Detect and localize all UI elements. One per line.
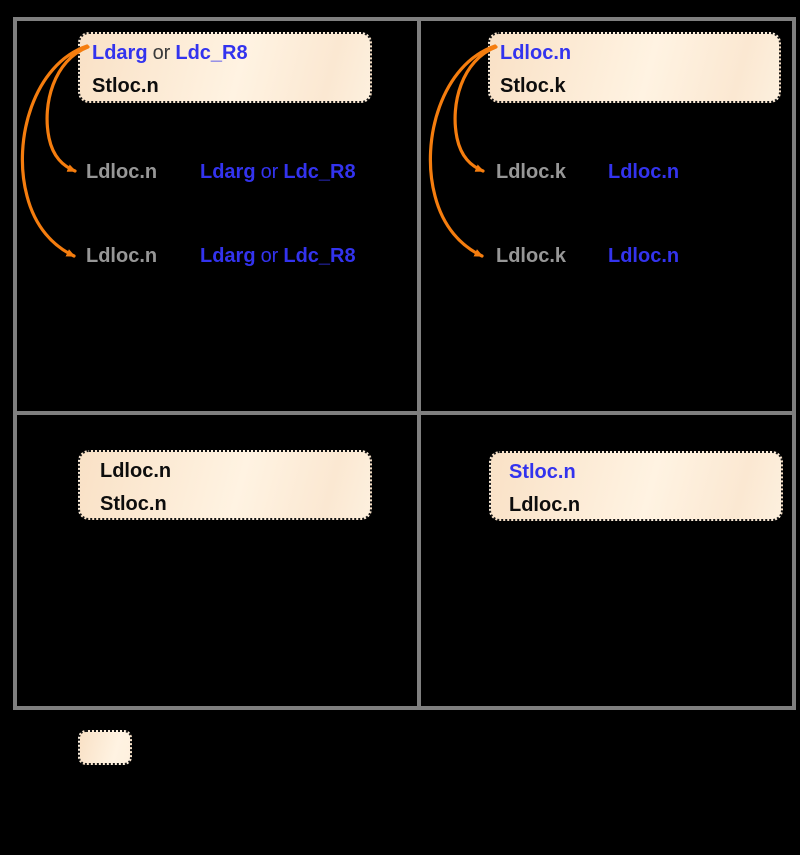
old-opcode-row1-right: Ldloc.k: [496, 161, 567, 183]
pattern-line-2: Stloc.n: [92, 70, 370, 103]
opcode-ldarg: Ldarg: [200, 245, 256, 267]
pattern-line-2: Ldloc.n: [509, 489, 781, 522]
pattern-line-2: Stloc.k: [500, 70, 779, 103]
old-opcode-row2-right: Ldloc.k: [496, 245, 567, 267]
opcode-stloc-n: Stloc.n: [92, 75, 159, 97]
opcode-ldarg: Ldarg: [200, 161, 256, 183]
grid-border-right: [792, 17, 796, 710]
new-opcode-row1-right: Ldloc.n: [608, 161, 680, 183]
arrow-right-outer-icon: [428, 44, 497, 258]
new-opcode-row2-right: Ldloc.n: [608, 245, 680, 267]
opcode-ldarg: Ldarg: [92, 42, 148, 64]
pattern-box-ldloc-stloc-k: Ldloc.n Stloc.k: [488, 32, 781, 103]
grid-border-top: [13, 17, 796, 21]
or-label: or: [260, 161, 279, 183]
opcode-ldc-r8: Ldc_R8: [283, 161, 356, 183]
grid-border-left: [13, 17, 17, 710]
old-opcode-row1-left: Ldloc.n: [86, 161, 158, 183]
grid-divider-horizontal: [13, 411, 796, 415]
pattern-line-1: Stloc.n: [509, 456, 781, 489]
old-opcode-row2-left: Ldloc.n: [86, 245, 158, 267]
opcode-ldloc-n: Ldloc.n: [509, 494, 581, 516]
opcode-stloc-n: Stloc.n: [100, 493, 167, 515]
opcode-ldloc-n: Ldloc.n: [100, 460, 172, 482]
opcode-stloc-k: Stloc.k: [500, 75, 566, 97]
or-label: or: [152, 42, 171, 64]
pattern-box-stloc-ldloc: Stloc.n Ldloc.n: [489, 451, 783, 521]
opcode-ldc-r8: Ldc_R8: [283, 245, 356, 267]
pattern-line-2: Stloc.n: [100, 488, 370, 521]
grid-border-bottom: [13, 706, 796, 710]
opcode-ldc-r8: Ldc_R8: [175, 42, 248, 64]
or-label: or: [260, 245, 279, 267]
opcode-stloc-n: Stloc.n: [509, 461, 576, 483]
pattern-box-ldloc-stloc-n: Ldloc.n Stloc.n: [78, 450, 372, 520]
grid-divider-vertical: [417, 17, 421, 710]
pattern-line-1: Ldloc.n: [100, 455, 370, 488]
legend-pattern-swatch: [78, 730, 132, 765]
pattern-line-1: Ldloc.n: [500, 37, 779, 70]
opcode-ldloc-n: Ldloc.n: [500, 42, 572, 64]
